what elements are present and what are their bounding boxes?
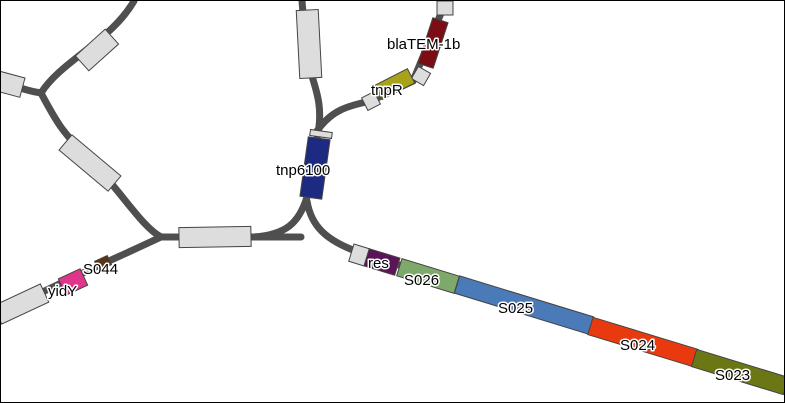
blank-node-left-lower[interactable] xyxy=(1,283,50,325)
blank-node-left-diagonal[interactable] xyxy=(58,134,122,192)
node-S023[interactable] xyxy=(690,348,784,396)
node-blaTEM-1b[interactable] xyxy=(417,17,449,69)
node-labels: blaTEM-1b tnpR tnp6100 res S026 S025 S02… xyxy=(47,35,752,386)
blank-node-top-left[interactable] xyxy=(74,28,120,72)
node-yidY[interactable] xyxy=(57,268,89,296)
label-S026: S026 xyxy=(404,272,439,289)
label-S025: S025 xyxy=(498,300,533,317)
blank-node-top-right[interactable] xyxy=(436,1,454,16)
label-S044: S044 xyxy=(83,261,118,278)
node-tnpR[interactable] xyxy=(374,68,416,100)
label-tnpR: tnpR xyxy=(371,82,403,99)
blank-node-before-blaTEM[interactable] xyxy=(410,65,432,87)
blank-node-top-center[interactable] xyxy=(295,8,323,80)
edge-right-junction[interactable] xyxy=(249,193,311,241)
label-S023: S023 xyxy=(715,367,750,384)
label-blaTEM-1b: blaTEM-1b xyxy=(387,36,460,53)
node-tnp6100[interactable] xyxy=(299,136,331,200)
blank-node-center-horizontal[interactable] xyxy=(178,225,252,249)
blank-node-tnp6100-cap[interactable] xyxy=(309,128,333,140)
label-S024: S024 xyxy=(620,337,655,354)
blank-node-before-tnpR[interactable] xyxy=(360,90,382,112)
label-tnp6100: tnp6100 xyxy=(276,162,330,179)
unlabeled-nodes xyxy=(1,1,454,325)
edge-tnpR-branch[interactable] xyxy=(313,2,448,135)
node-S044[interactable] xyxy=(93,254,113,272)
blank-node-left-edge[interactable] xyxy=(1,68,26,98)
graph-edges xyxy=(1,1,784,390)
node-res[interactable] xyxy=(363,248,401,276)
label-yidY: yidY xyxy=(48,283,77,300)
label-res: res xyxy=(368,255,389,272)
labeled-nodes xyxy=(57,17,784,396)
